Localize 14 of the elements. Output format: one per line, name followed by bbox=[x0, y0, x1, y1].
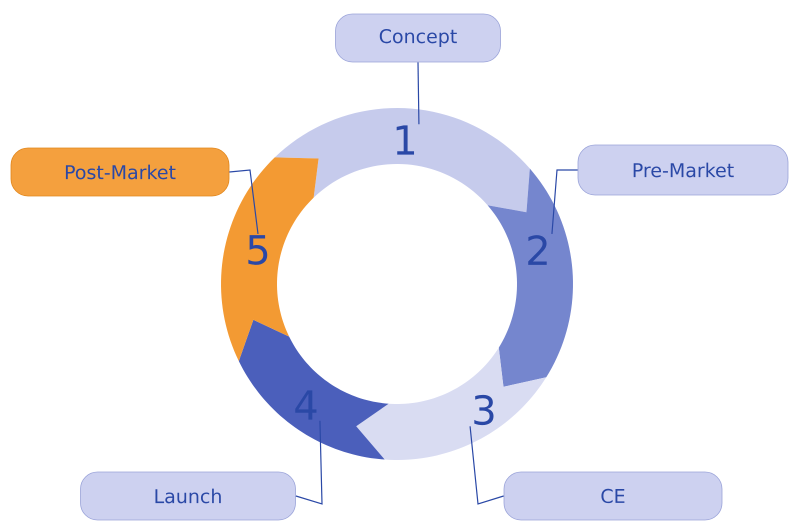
leader-line bbox=[551, 169, 578, 234]
leader-line bbox=[296, 420, 323, 505]
leader-line bbox=[229, 169, 259, 234]
ring-arrow-segment: 5 bbox=[221, 157, 319, 362]
leader-line bbox=[469, 426, 504, 505]
label-box: CE bbox=[504, 472, 722, 520]
ring-arrow-segment: 3 bbox=[356, 348, 546, 460]
ring-arrow-segment: 2 bbox=[488, 168, 573, 387]
label-box: Post-Market bbox=[10, 148, 230, 196]
label-box: Pre-Market bbox=[578, 144, 788, 196]
leader-line bbox=[417, 62, 420, 124]
label-box: Launch bbox=[80, 472, 296, 520]
label-box: Concept bbox=[335, 14, 501, 62]
ring-arrow-segment: 1 bbox=[274, 108, 530, 212]
